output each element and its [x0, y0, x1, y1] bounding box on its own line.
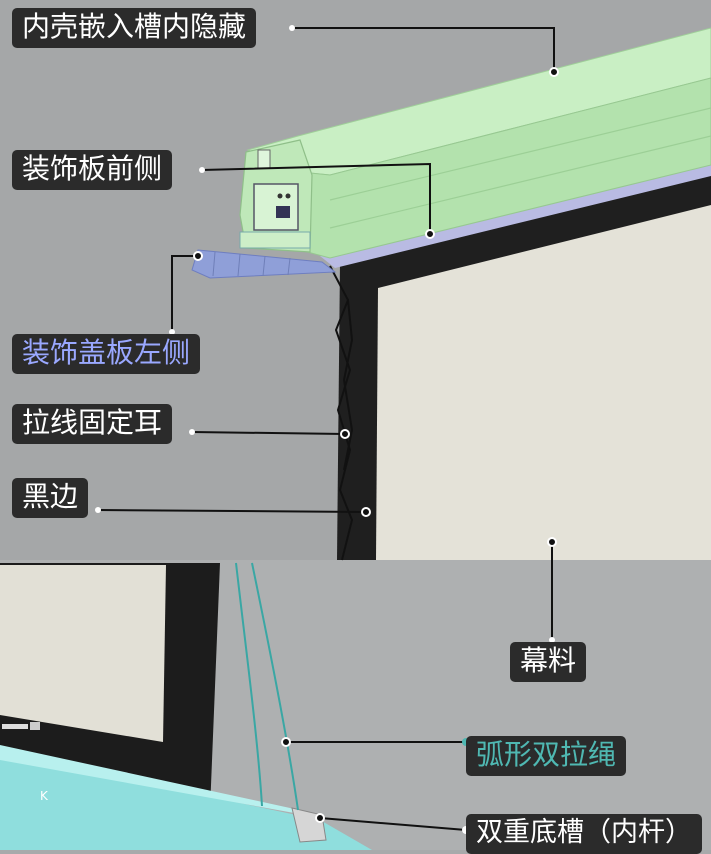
label-wire-ear: 拉线固定耳 — [12, 404, 172, 444]
label-arc-cord: 弧形双拉绳 — [466, 736, 626, 776]
label-black-border: 黑边 — [12, 478, 88, 518]
label-left-cover: 装饰盖板左侧 — [12, 334, 200, 374]
label-bottom-bar: 双重底槽（内杆） — [466, 814, 702, 854]
label-front-panel: 装饰板前侧 — [12, 150, 172, 190]
svg-text:K: K — [40, 789, 49, 803]
lower-screen-fabric — [0, 565, 166, 742]
label-screen-fabric: 幕料 — [510, 642, 586, 682]
label-inner-shell: 内壳嵌入槽内隐藏 — [12, 8, 256, 48]
